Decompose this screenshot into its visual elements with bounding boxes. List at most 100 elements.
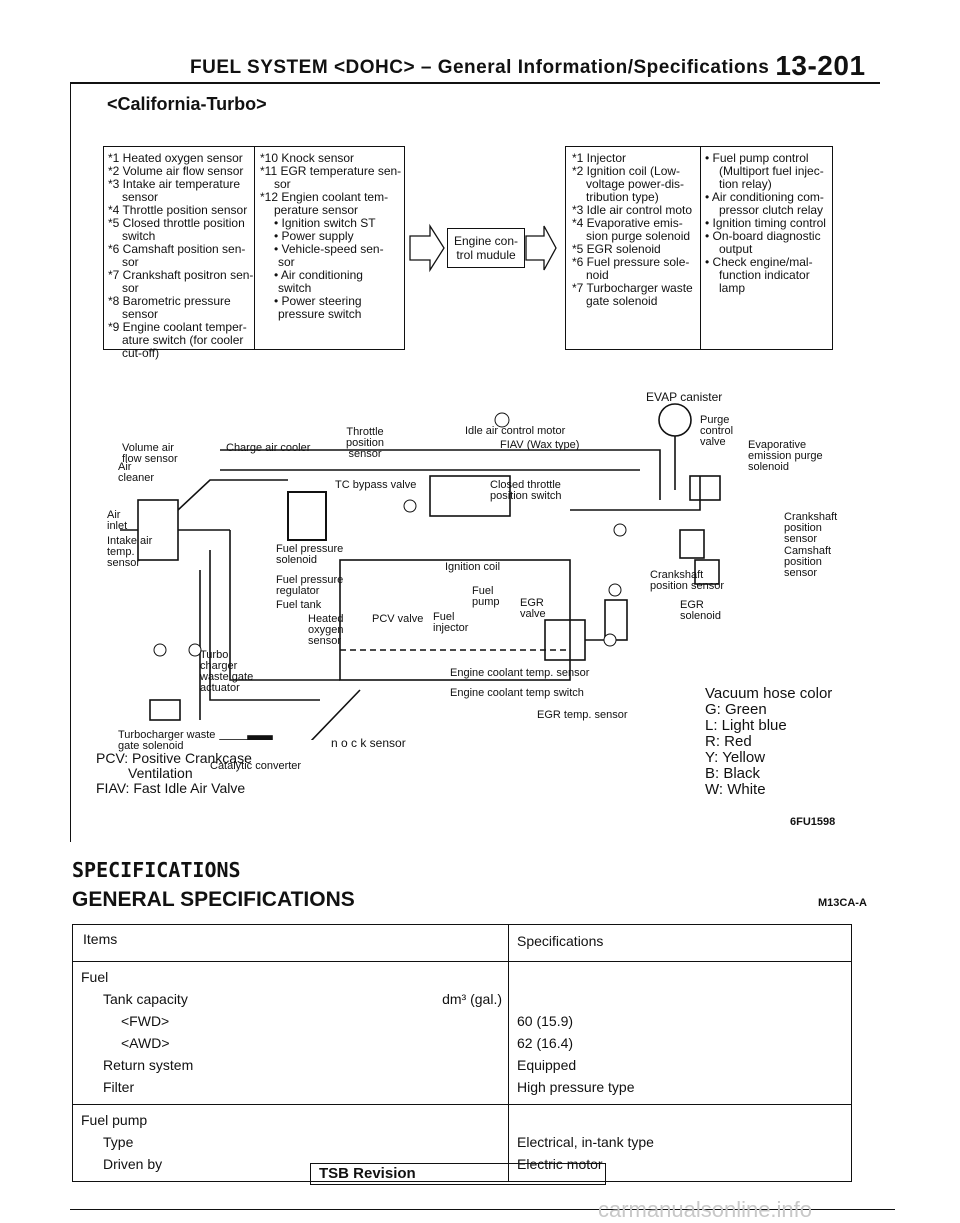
- label-engine-coolant-temp-sensor: Engine coolant temp. sensor: [450, 667, 590, 679]
- legend-output-box: [565, 146, 833, 350]
- label-waste-gate-solenoid: Turbocharger waste gate solenoid: [118, 729, 216, 752]
- legend-line: • Check engine/mal-: [705, 255, 813, 269]
- legend-line: tribution type): [586, 190, 659, 204]
- header-rule: [70, 82, 880, 84]
- pump-items-cell: Fuel pump Type Driven by: [72, 1104, 509, 1182]
- label-pcv-valve: PCV valve: [372, 613, 424, 625]
- label-closed-throttle-switch: Closed throttle position switch: [490, 479, 562, 502]
- legend-line: • Fuel pump control: [705, 151, 809, 165]
- input-arrow-icon: [409, 223, 445, 273]
- legend-line: switch: [122, 229, 156, 243]
- label-fuel-tank: Fuel tank: [276, 599, 322, 611]
- specifications-heading: SPECIFICATIONS: [72, 858, 241, 882]
- legend-line: sor: [278, 255, 295, 269]
- legend-col-sensors: *1 Heated oxygen sensor *2 Volume air fl…: [108, 152, 253, 360]
- section-code: M13CA-A: [818, 897, 867, 909]
- pump-type-label: Type: [103, 1134, 134, 1150]
- label-air-inlet: Air inlet: [107, 509, 128, 532]
- label-ignition-coil: Ignition coil: [445, 561, 501, 573]
- legend-line: *4 Evaporative emis-: [572, 216, 683, 230]
- page-number: 13-201: [775, 50, 866, 81]
- legend-line: • Power steering: [274, 294, 362, 308]
- legend-line: perature sensor: [274, 203, 359, 217]
- label-intake-air-temp-sensor: Intake air temp. sensor: [107, 535, 153, 569]
- footer-rule: [70, 1209, 895, 1210]
- fuel-label: Fuel: [81, 969, 109, 985]
- legend-line: noid: [586, 268, 609, 282]
- legend-line: • Air conditioning: [274, 268, 363, 282]
- label-crankshaft-position-sensor: Crankshaft position sensor: [784, 511, 838, 545]
- vacuum-legend-item: B: Black: [705, 765, 761, 782]
- general-specifications-table: Items Specifications Fuel Tank capacity …: [72, 924, 852, 1182]
- table-header-row: Items Specifications: [72, 924, 852, 962]
- vacuum-legend-item: Y: Yellow: [705, 749, 766, 766]
- legend-line: cut-off): [122, 346, 160, 360]
- legend-line: • Ignition timing control: [705, 216, 826, 230]
- figure-code: 6FU1598: [790, 816, 836, 828]
- legend-line: *4 Throttle position sensor: [108, 203, 248, 217]
- label-evap-purge-solenoid: Evaporative emission purge solenoid: [748, 439, 823, 473]
- legend-line: *9 Engine coolant temper-: [108, 320, 247, 334]
- watermark: carmanualsonline.info: [598, 1197, 813, 1222]
- label-crankshaft-sensor-small: Crankshaft position sensor: [650, 569, 724, 592]
- label-egr-temp-sensor: EGR temp. sensor: [537, 709, 628, 721]
- page-header: FUEL SYSTEM <DOHC> – General Information…: [190, 50, 866, 82]
- legend-divider-2: [700, 146, 701, 350]
- legend-line: pressure switch: [278, 307, 362, 321]
- legend-line: *5 Closed throttle position: [108, 216, 245, 230]
- legend-line: *2 Ignition coil (Low-: [572, 164, 681, 178]
- label-tc-bypass-valve: TC bypass valve: [335, 479, 417, 491]
- label-fuel-pressure-regulator: Fuel pressure regulator: [276, 574, 344, 597]
- legend-line: *12 Engien coolant tem-: [260, 190, 389, 204]
- left-rule: [70, 82, 71, 842]
- legend-line: ature switch (for cooler: [122, 333, 244, 347]
- legend-line: pressor clutch relay: [719, 203, 824, 217]
- legend-line: function indicator: [719, 268, 810, 282]
- awd-label: <AWD>: [121, 1035, 170, 1051]
- label-fuel-pump: Fuel pump: [472, 585, 500, 608]
- label-idle-air-control-motor: Idle air control motor: [465, 425, 566, 437]
- note-line: PCV: Positive Crankcase: [96, 750, 252, 766]
- label-catalytic-converter: Catalytic converter: [210, 760, 302, 772]
- legend-line: *3 Idle air control moto: [572, 203, 693, 217]
- legend-line: • On-board diagnostic: [705, 229, 821, 243]
- label-waste-gate-actuator: Turbo charger waste gate actuator: [200, 649, 254, 694]
- fwd-value: 60 (15.9): [517, 1013, 574, 1029]
- legend-line: sion purge solenoid: [586, 229, 691, 243]
- legend-line: switch: [278, 281, 312, 295]
- legend-line: • Air conditioning com-: [705, 190, 824, 204]
- vacuum-legend-item: L: Light blue: [705, 717, 787, 734]
- legend-line: sensor: [122, 190, 159, 204]
- output-arrow-icon: [525, 225, 557, 271]
- note-line: FIAV: Fast Idle Air Valve: [96, 780, 246, 796]
- fuel-pump-label: Fuel pump: [81, 1112, 148, 1128]
- label-knock-sensor: n o c k sensor: [331, 736, 406, 750]
- legend-col-actuators: *1 Injector *2 Ignition coil (Low- volta…: [572, 152, 693, 308]
- label-heated-oxygen-sensor: Heated oxygen sensor: [308, 613, 344, 647]
- table-row-fuel: Fuel Tank capacity dm³ (gal.) <FWD> <AWD…: [72, 961, 852, 1105]
- legend-line: (Multiport fuel injec-: [719, 164, 824, 178]
- vacuum-legend-title: Vacuum hose color: [705, 685, 833, 702]
- legend-divider: [254, 146, 255, 350]
- label-purge-control-valve: Purge control valve: [700, 414, 734, 448]
- vacuum-hose-color-legend: Vacuum hose color G: Green L: Light blue…: [705, 686, 832, 798]
- legend-col-outputs: • Fuel pump control (Multiport fuel inje…: [705, 152, 826, 295]
- legend-line: • Power supply: [274, 229, 354, 243]
- label-air-cleaner: Air cleaner: [118, 461, 155, 484]
- legend-line: *8 Barometric pressure: [108, 294, 231, 308]
- label-egr-valve: EGR valve: [520, 597, 546, 620]
- tsb-revision-box: TSB Revision: [310, 1163, 606, 1185]
- ecu-arrows: [409, 223, 557, 273]
- label-fuel-pressure-solenoid: Fuel pressure solenoid: [276, 543, 344, 566]
- label-charge-air-cooler: Charge air cooler: [226, 442, 311, 454]
- legend-line: sensor: [122, 307, 159, 321]
- table-row-fuel-pump: Fuel pump Type Driven by Electrical, in-…: [72, 1104, 852, 1182]
- label-throttle-position-sensor: Throttle position sensor: [346, 426, 384, 460]
- general-specifications-heading: GENERAL SPECIFICATIONS: [72, 888, 355, 911]
- label-egr-solenoid: EGR solenoid: [680, 599, 721, 622]
- pump-type-value: Electrical, in-tank type: [517, 1134, 654, 1150]
- label-evap-canister: EVAP canister: [646, 390, 723, 404]
- col-header-specs: Specifications: [508, 924, 852, 962]
- fuel-items-cell: Fuel Tank capacity dm³ (gal.) <FWD> <AWD…: [72, 961, 509, 1105]
- filter-value: High pressure type: [517, 1079, 635, 1095]
